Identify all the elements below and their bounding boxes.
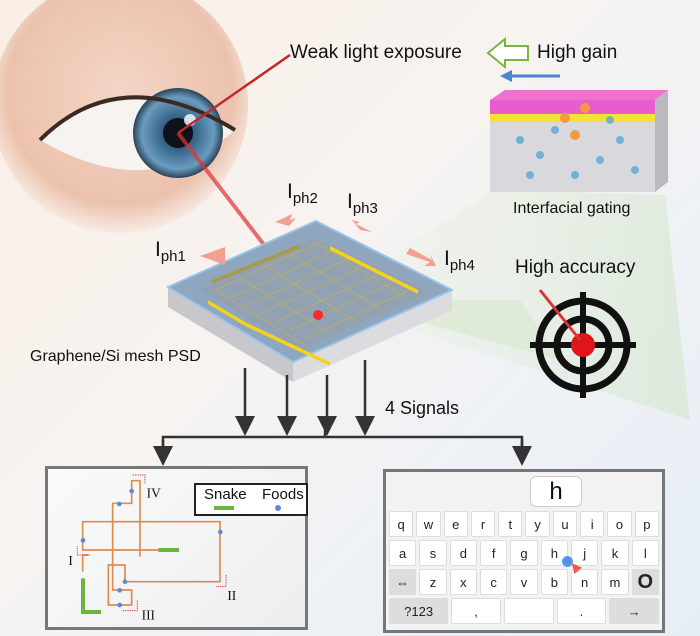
iph4-label: Iph4: [444, 247, 475, 274]
key[interactable]: ,: [451, 598, 501, 624]
legend-snake: Snake: [204, 486, 247, 503]
marker-ii: II: [227, 588, 236, 603]
iph1-label: Iph1: [155, 238, 186, 265]
key[interactable]: d: [449, 540, 477, 566]
key[interactable]: u: [552, 511, 578, 537]
marker-i: I: [68, 553, 72, 568]
psd-device: [165, 219, 455, 382]
legend-foods: Foods: [262, 486, 304, 503]
key[interactable]: ⇔: [389, 569, 417, 595]
key[interactable]: x: [449, 569, 477, 595]
touch-point-icon: [562, 556, 573, 567]
key[interactable]: →: [609, 598, 659, 624]
key[interactable]: q: [389, 511, 414, 537]
signal-arrows: [153, 360, 532, 466]
snake-game-panel: IV I II III Snake Foods: [45, 466, 308, 630]
iph3-label: Iph3: [347, 190, 378, 217]
laser-line: [177, 53, 291, 135]
key[interactable]: b: [540, 569, 568, 595]
interfacial-gating-image: [490, 90, 668, 192]
key[interactable]: z: [419, 569, 447, 595]
key[interactable]: c: [479, 569, 508, 595]
key[interactable]: t: [498, 511, 523, 537]
key[interactable]: k: [601, 540, 629, 566]
key[interactable]: a: [389, 540, 417, 566]
key[interactable]: f: [479, 540, 508, 566]
key[interactable]: g: [510, 540, 538, 566]
iph2-label: Iph2: [287, 180, 318, 207]
snake-swatch: [214, 506, 234, 510]
psd-label: Graphene/Si mesh PSD: [30, 348, 201, 365]
key[interactable]: i: [580, 511, 605, 537]
current-arrows: [200, 214, 436, 266]
target-icon: [530, 289, 636, 398]
key-popup: h: [530, 476, 582, 507]
key[interactable]: s: [419, 540, 447, 566]
snake-paths: IV I II III: [68, 474, 236, 622]
eye-image: [0, 0, 248, 233]
key[interactable]: v: [510, 569, 538, 595]
key[interactable]: w: [416, 511, 441, 537]
marker-iii: III: [142, 607, 155, 622]
key[interactable]: o: [607, 511, 632, 537]
keyboard-text-strip: h: [389, 476, 659, 508]
interfacial-gating-label: Interfacial gating: [513, 200, 631, 217]
signals-label: 4 Signals: [385, 398, 460, 418]
key[interactable]: l: [631, 540, 659, 566]
key[interactable]: y: [525, 511, 550, 537]
key[interactable]: e: [443, 511, 468, 537]
key[interactable]: .: [556, 598, 607, 624]
key[interactable]: O: [631, 569, 659, 595]
key[interactable]: [503, 598, 554, 624]
key[interactable]: p: [634, 511, 659, 537]
green-arrow-icon: [486, 36, 529, 70]
marker-iv: IV: [147, 485, 161, 500]
key[interactable]: n: [570, 569, 599, 595]
key[interactable]: r: [470, 511, 496, 537]
high-accuracy-label: High accuracy: [515, 257, 636, 278]
weak-light-label: Weak light exposure: [290, 42, 462, 63]
legend: Snake Foods: [194, 483, 308, 516]
high-gain-label: High gain: [537, 42, 618, 63]
food-swatch: [275, 505, 281, 511]
key[interactable]: m: [601, 569, 629, 595]
key[interactable]: j: [570, 540, 599, 566]
key[interactable]: ?123: [389, 598, 449, 624]
